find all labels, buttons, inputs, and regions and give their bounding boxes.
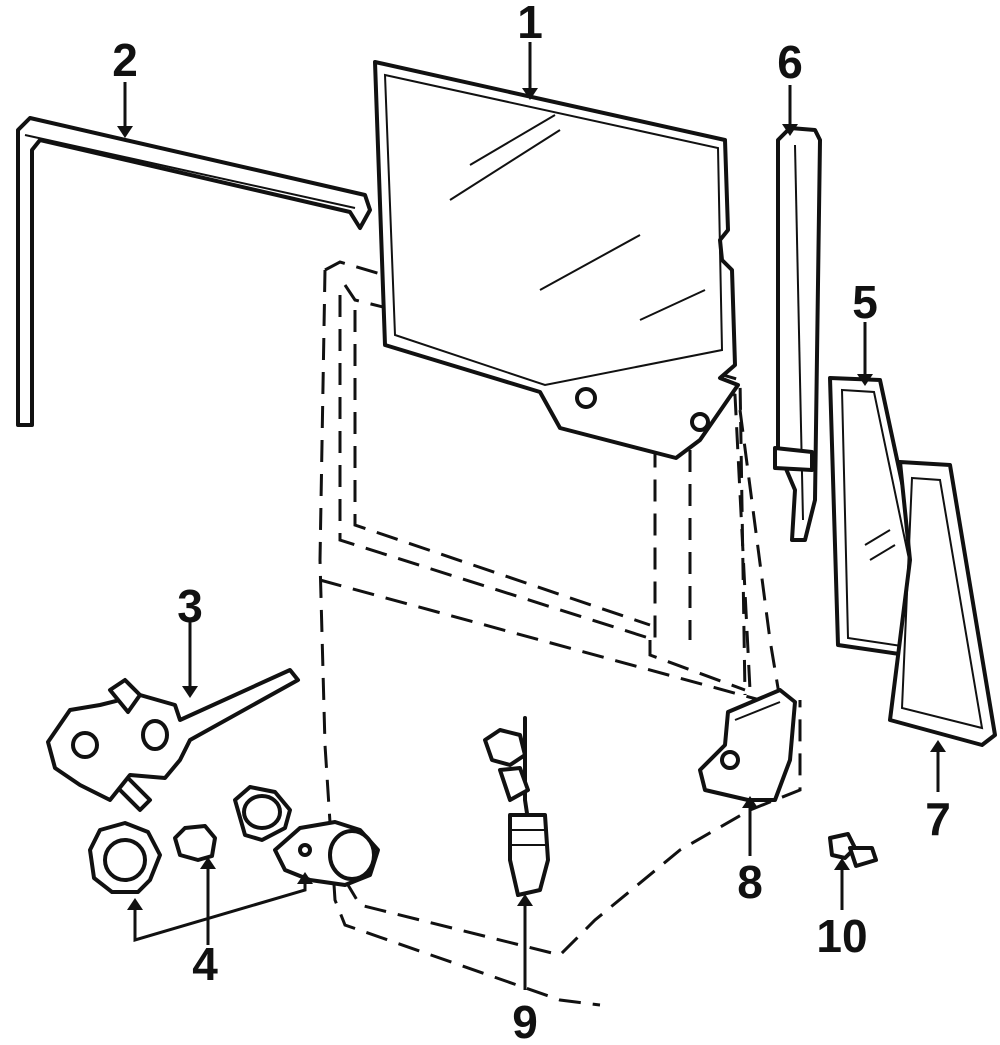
callout-1: 1 (517, 0, 543, 48)
callout-3: 3 (177, 580, 203, 632)
leader-lines (117, 42, 946, 990)
window-regulator (46, 668, 300, 812)
division-channel (773, 126, 822, 542)
callout-8: 8 (737, 856, 763, 908)
callout-9: 9 (512, 996, 538, 1045)
door-glass (373, 60, 740, 460)
glass-run-channel (16, 116, 372, 427)
callout-6: 6 (777, 36, 803, 88)
callout-7: 7 (925, 793, 951, 845)
callout-10: 10 (816, 910, 867, 962)
callout-5: 5 (852, 276, 878, 328)
lock-actuator-rod (483, 716, 550, 897)
vent-window-frame (888, 460, 997, 747)
door-latch (698, 688, 797, 802)
callout-2: 2 (112, 34, 138, 86)
regulator-motor-parts (88, 785, 380, 894)
callout-4: 4 (192, 938, 218, 990)
fastener-bolt (828, 832, 878, 868)
